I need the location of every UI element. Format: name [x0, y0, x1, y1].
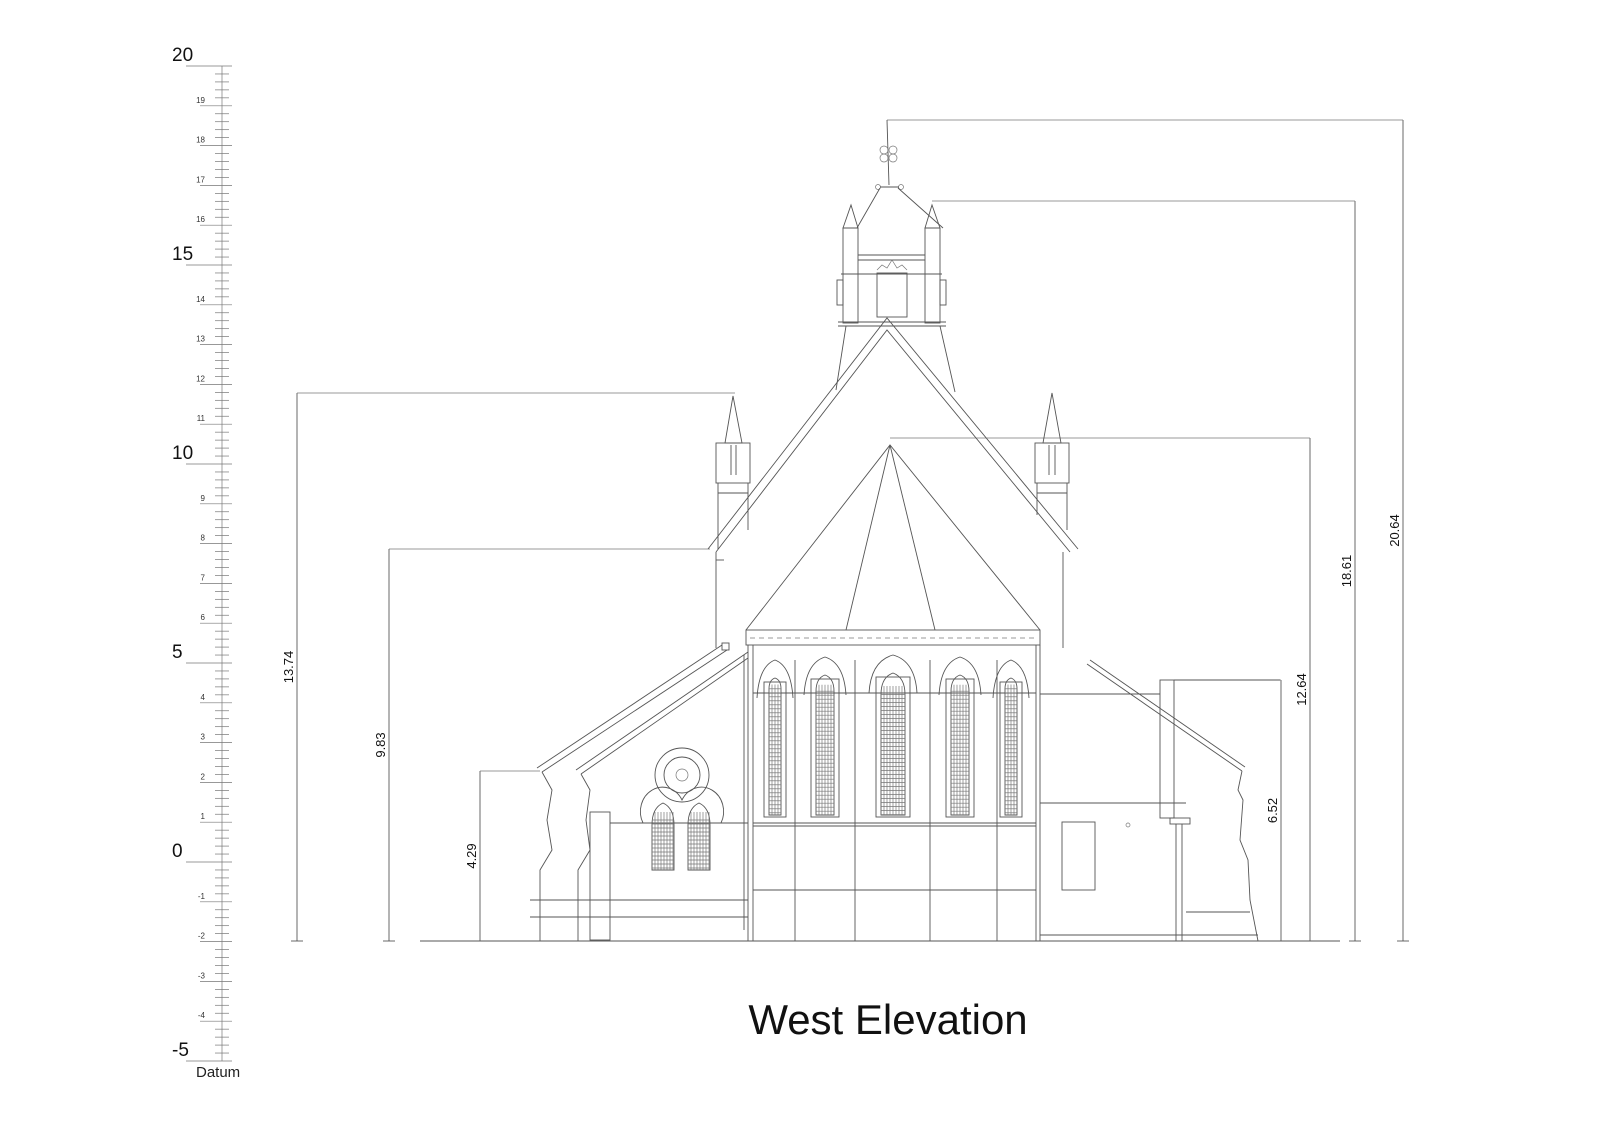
ruler-minor-label: -2 [198, 932, 206, 941]
dimension-6-52: 6.52 [1174, 679, 1287, 942]
door [1061, 821, 1096, 891]
ruler-minor-label: 2 [201, 772, 206, 781]
ruler-minor-label: 18 [196, 136, 205, 145]
ruler-minor-label: 14 [196, 295, 205, 304]
ruler-minor-label: 1 [201, 812, 206, 821]
dimension-label: 6.52 [1265, 798, 1280, 823]
church-elevation [420, 119, 1340, 942]
ruler-major-label: -5 [172, 1040, 189, 1061]
dimension-20-64: 20.64 [887, 119, 1409, 942]
aisle-window [651, 802, 675, 871]
drawing-title: West Elevation [748, 996, 1028, 1043]
left-aisle [530, 642, 749, 941]
ruler-minor-label: -3 [198, 971, 206, 980]
ruler-minor-label: 3 [201, 733, 206, 742]
dimension-13-74: 13.74 [281, 392, 735, 942]
ruler-minor-label: 6 [201, 613, 206, 622]
ruler-major-label: 20 [172, 45, 193, 66]
ruler-minor-label: 9 [201, 494, 206, 503]
main-gable-roof [707, 317, 1079, 648]
ruler-minor-label: 8 [201, 534, 206, 543]
lancet-window [756, 659, 794, 818]
dimension-lines: 13.74 9.83 4.29 6.52 12.64 18.61 20.64 [281, 119, 1409, 942]
dimension-label: 4.29 [464, 843, 479, 868]
dimension-9-83: 9.83 [373, 548, 710, 942]
height-ruler: 20 15 10 5 0 -5 19 18 17 16 14 13 12 11 9 8 7 6 4 3 2 1 -1 -2 -3… [172, 45, 232, 1062]
left-pinnacle [715, 395, 751, 549]
dimension-label: 13.74 [281, 651, 296, 684]
ruler-major-label: 0 [172, 841, 183, 862]
dimension-18-61: 18.61 [932, 200, 1361, 942]
ruler-minor-label: 4 [201, 693, 206, 702]
ruler-minor-label: 11 [197, 414, 206, 423]
right-aisle [1040, 659, 1280, 942]
dimension-label: 18.61 [1339, 555, 1354, 588]
right-pinnacle [1034, 392, 1070, 530]
lancet-windows [651, 654, 1030, 871]
dimension-label: 9.83 [373, 732, 388, 757]
ruler-minor-label: 13 [196, 335, 205, 344]
ruler-minor-label: 19 [196, 96, 205, 105]
ruler-minor-label: 12 [196, 374, 205, 383]
apse-roof [745, 444, 1041, 646]
apse-wall [747, 645, 1041, 941]
ruler-minor-label: 16 [196, 215, 205, 224]
ruler-major-label: 15 [172, 244, 193, 265]
finial [875, 119, 904, 190]
lancet-window [868, 654, 918, 818]
bell-tower [835, 187, 956, 393]
ruler-minor-label: -1 [198, 892, 206, 901]
lancet-window [992, 659, 1030, 818]
dimension-label: 20.64 [1387, 514, 1402, 547]
ruler-minor-label: -4 [198, 1011, 206, 1020]
ruler-minor-label: 17 [196, 175, 205, 184]
dimension-label: 12.64 [1294, 673, 1309, 706]
aisle-window [687, 802, 711, 871]
ruler-major-label: 10 [172, 443, 193, 464]
ruler-major-label: 5 [172, 642, 183, 663]
lancet-window [803, 656, 847, 818]
lancet-window [938, 656, 982, 818]
ruler-minor-label: 7 [201, 573, 206, 582]
datum-label: Datum [196, 1064, 241, 1081]
dimension-4-29: 4.29 [464, 770, 540, 942]
